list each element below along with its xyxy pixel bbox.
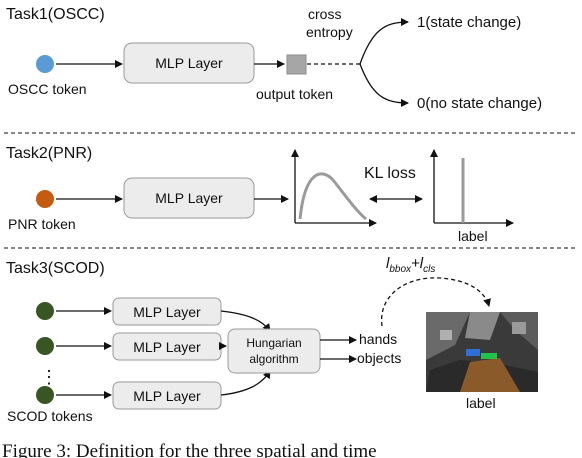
branch-down-arrow xyxy=(359,63,409,107)
task2-title: Task2(PNR) xyxy=(6,145,92,162)
hungarian-line2: algorithm xyxy=(249,352,298,366)
loss-cross: cross xyxy=(308,6,341,22)
branch-up-arrow xyxy=(359,18,409,65)
arrow-mlp3-to-hungarian xyxy=(220,370,271,396)
scod-tokens-label: SCOD tokens xyxy=(7,408,93,424)
scod-token-dot xyxy=(36,386,54,404)
output-token-square xyxy=(286,54,307,75)
out-hands: hands xyxy=(359,331,397,347)
task3-label-text: label xyxy=(466,395,496,411)
pnr-token-label: PNR token xyxy=(8,216,76,232)
pnr-token-dot xyxy=(36,190,54,208)
scod-token-dot xyxy=(36,337,54,355)
task1-mlp-label: MLP Layer xyxy=(155,55,223,71)
arrow-mlp1-to-hungarian xyxy=(220,310,271,332)
output-token-label: output token xyxy=(256,86,333,102)
prediction-curve xyxy=(298,172,367,221)
outcome-state-change: 1(state change) xyxy=(417,14,521,31)
hungarian-box xyxy=(227,328,321,374)
oscc-token-label: OSCC token xyxy=(8,81,87,97)
task2-mlp-box xyxy=(123,177,255,219)
task1-title: Task1(OSCC) xyxy=(6,6,105,23)
task3-mlp-box-3 xyxy=(112,381,222,410)
task3-mlp-label-3: MLP Layer xyxy=(133,388,201,404)
loss-entropy: entropy xyxy=(306,24,353,40)
object-box xyxy=(481,353,497,359)
task1-mlp-box xyxy=(123,42,255,84)
label-image xyxy=(426,312,538,392)
oscc-token-dot xyxy=(36,55,54,73)
task2-mlp-label: MLP Layer xyxy=(155,190,223,206)
loss-formula: lbbox+lcls xyxy=(386,255,435,275)
figure-caption: Figure 3: Definition for the three spati… xyxy=(2,441,377,458)
hand-box xyxy=(466,349,480,356)
hungarian-line1: Hungarian xyxy=(246,336,301,350)
task3-mlp-label-2: MLP Layer xyxy=(133,339,201,355)
out-objects: objects xyxy=(357,350,401,366)
kl-loss-label: KL loss xyxy=(364,165,416,182)
task3-mlp-label-1: MLP Layer xyxy=(133,304,201,320)
scod-ellipsis: ⋮ xyxy=(40,367,58,387)
scod-token-dot xyxy=(36,302,54,320)
task3-title: Task3(SCOD) xyxy=(6,260,105,277)
loss-dashed-arc xyxy=(381,277,491,327)
outcome-no-state-change: 0(no state change) xyxy=(417,95,542,112)
task2-label-text: label xyxy=(458,228,488,244)
